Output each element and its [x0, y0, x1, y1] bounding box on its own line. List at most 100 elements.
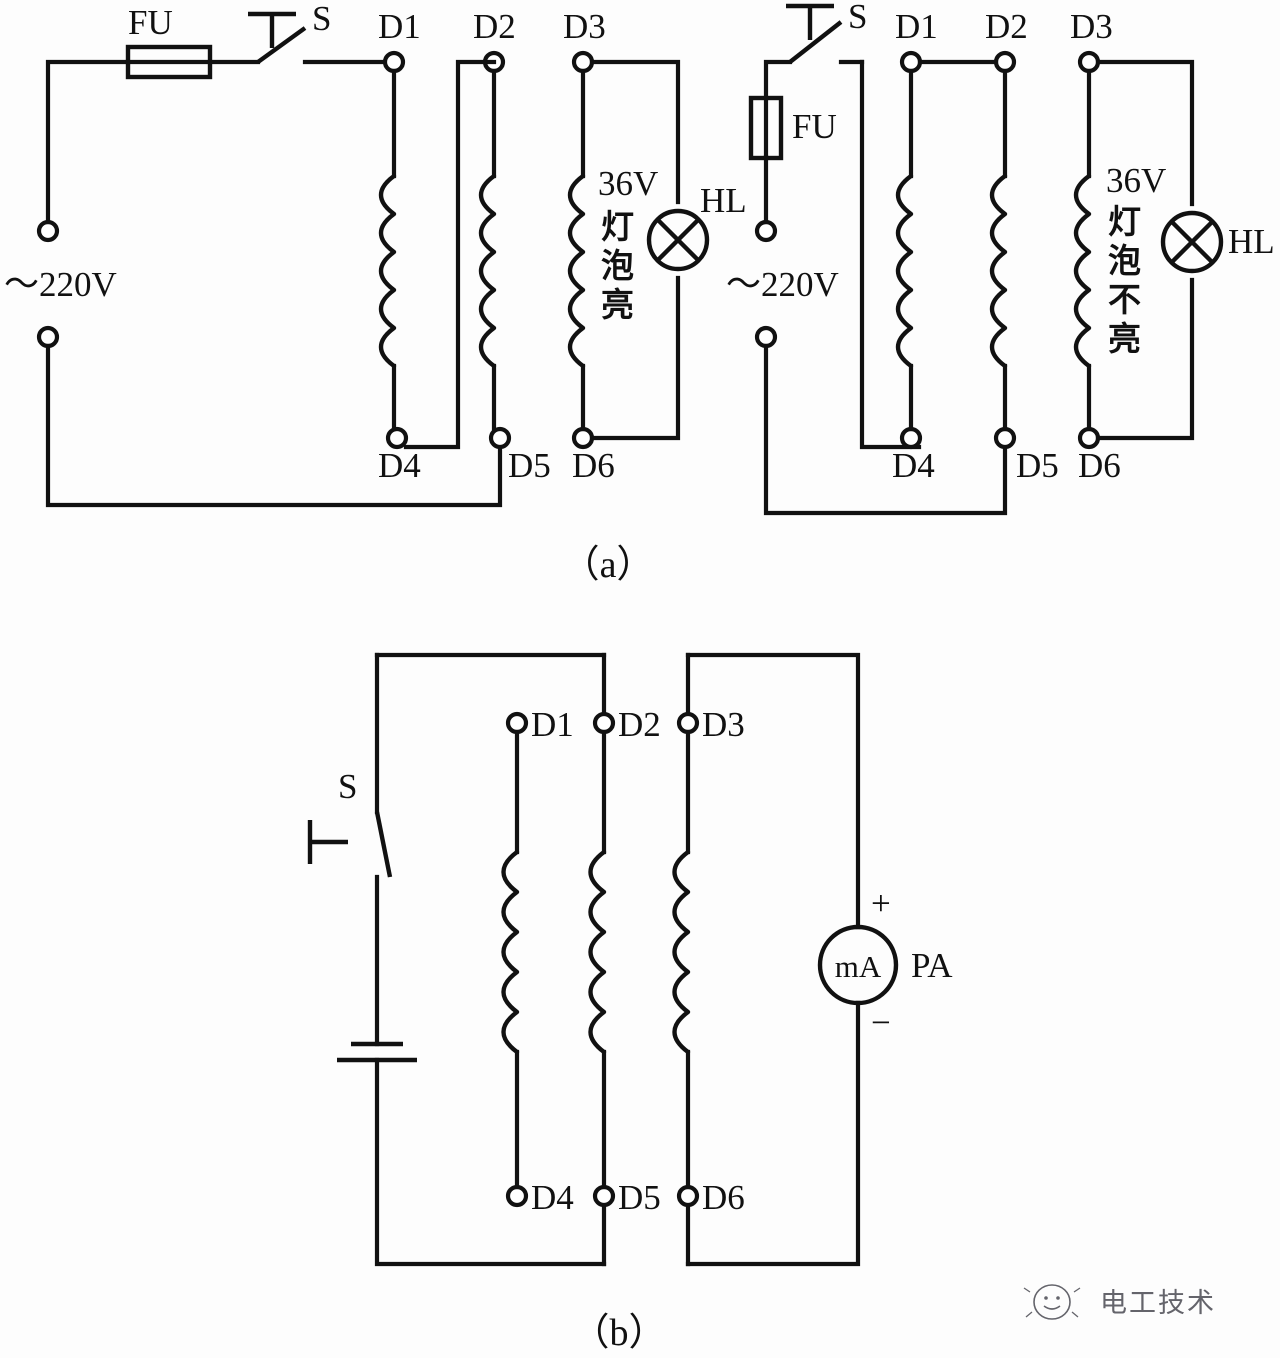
wire-b-right-top-rail	[685, 652, 861, 930]
figure-caption-b: （b）	[571, 1312, 666, 1354]
wire-b-battery-to-bottom-rail	[374, 1057, 607, 1267]
watermark-text: 电工技术	[1100, 1288, 1216, 1319]
lamp-cross-2-right-a	[1170, 220, 1214, 264]
terminal-label-d2-a: D2	[473, 7, 516, 46]
terminal-d2-b[interactable]	[592, 711, 616, 735]
wire-d3-to-lamp-right-a	[1095, 59, 1195, 207]
battery-b	[337, 1041, 417, 1063]
coil-d2-d5-right-a	[989, 173, 1008, 369]
coil-d1-d4-a	[378, 173, 397, 369]
terminal-d4-b[interactable]	[505, 1184, 529, 1208]
switch-s-right-a[interactable]	[786, 3, 865, 65]
switch-s-b[interactable]	[307, 811, 393, 878]
terminal-label-d4-b: D4	[531, 1178, 574, 1217]
supply-label-right-a: ～220V	[726, 265, 839, 304]
meter-label-b: PA	[911, 946, 953, 985]
terminal-d4-a[interactable]	[385, 426, 409, 450]
lamp-label-right-a: HL	[1228, 222, 1275, 261]
terminal-d1-right-a[interactable]	[899, 50, 923, 74]
meter-polarity-minus-b: −	[871, 1003, 891, 1042]
terminal-d6-right-a[interactable]	[1077, 426, 1101, 450]
coil-d3-d6-b	[672, 849, 691, 1055]
terminal-d5-right-a[interactable]	[993, 426, 1017, 450]
lamp-voltage-left-a: 36V	[598, 164, 658, 203]
terminal-supply-bottom-right-a[interactable]	[754, 325, 778, 349]
terminal-label-d3-a: D3	[563, 7, 606, 46]
terminal-d6-a[interactable]	[571, 426, 595, 450]
terminal-d3-right-a[interactable]	[1077, 50, 1101, 74]
meter-symbol-b: mA	[835, 949, 882, 984]
terminal-label-d6-a: D6	[572, 446, 615, 485]
wire-lamp-to-d6-a	[589, 275, 681, 441]
circuit-a-right: ～220V FU S D1 D2 D3 D4 D5 D6	[726, 0, 1275, 516]
lamp-note-right-a-1: 灯	[1108, 202, 1141, 241]
terminal-d2-right-a[interactable]	[993, 50, 1017, 74]
wire-d3-to-lamp-a	[589, 59, 681, 205]
switch-label-b: S	[338, 767, 357, 806]
fuse-label-right-a: FU	[792, 107, 837, 146]
terminal-label-d3-right-a: D3	[1070, 7, 1113, 46]
terminal-label-d1-right-a: D1	[895, 7, 938, 46]
terminal-supply-bottom-left-a[interactable]	[36, 325, 60, 349]
terminal-d6-b[interactable]	[676, 1184, 700, 1208]
smiley-face-icon	[1023, 1284, 1081, 1320]
meter-pa-b: mA	[817, 924, 899, 1006]
terminal-label-d2-b: D2	[618, 705, 661, 744]
lamp-cross-2-left-a	[656, 218, 700, 262]
wire-fuse-to-switch-right-a	[763, 59, 793, 101]
coil-d1-d4-right-a	[895, 173, 914, 369]
figure-caption-a: （a）	[562, 544, 655, 586]
meter-polarity-plus-b: +	[871, 884, 891, 923]
wire-b-right-bottom-rail	[685, 1000, 861, 1267]
lamp-label-left-a: HL	[700, 181, 747, 220]
terminal-supply-top-right-a[interactable]	[754, 219, 778, 243]
circuit-a-left: S FU ～220V D1 D2 D3 D4 D5 D6	[4, 0, 747, 508]
lamp-note-right-a-3: 不	[1108, 280, 1141, 319]
fuse-label-left-a: FU	[128, 3, 173, 42]
lamp-note-right-a-2: 泡	[1108, 241, 1141, 280]
circuit-b: S mA PA + − D1 D2 D3	[307, 652, 953, 1267]
wire-switch-to-d4-right-a	[859, 59, 922, 450]
switch-blade-left-a	[256, 26, 307, 64]
wire-supply-top-a	[45, 59, 131, 225]
coil-d3-d6-a	[567, 173, 586, 369]
lamp-hl-right-a	[1160, 210, 1224, 274]
supply-label-left-a: ～220V	[4, 265, 117, 304]
lamp-note-left-a-3: 亮	[601, 285, 634, 324]
terminal-d5-b[interactable]	[592, 1184, 616, 1208]
lamp-note-left-a-2: 泡	[601, 246, 634, 285]
terminal-label-d6-right-a: D6	[1078, 446, 1121, 485]
meter-body-b	[817, 924, 899, 1006]
terminal-label-d4-right-a: D4	[892, 446, 935, 485]
lamp-note-left-a-1: 灯	[601, 207, 634, 246]
switch-blade-right-a	[788, 20, 843, 64]
lamp-note-right-a-4: 亮	[1108, 319, 1141, 358]
terminal-label-d3-b: D3	[702, 705, 745, 744]
terminal-label-d5-b: D5	[618, 1178, 661, 1217]
terminal-label-d1-b: D1	[531, 705, 574, 744]
wire-lamp-to-d6-right-a	[1095, 277, 1195, 441]
coil-d2-d5-b	[588, 849, 607, 1055]
switch-label-left-a: S	[312, 0, 331, 38]
terminal-d1-b[interactable]	[505, 711, 529, 735]
coil-d2-d5-a	[478, 173, 497, 369]
terminal-d1-a[interactable]	[382, 50, 406, 74]
terminal-supply-top-left-a[interactable]	[36, 219, 60, 243]
terminal-d3-b[interactable]	[676, 711, 700, 735]
terminal-d5-a[interactable]	[488, 426, 512, 450]
terminal-d3-a[interactable]	[571, 50, 595, 74]
terminal-label-d5-right-a: D5	[1016, 446, 1059, 485]
coil-d1-d4-b	[501, 849, 520, 1055]
terminal-label-d1-a: D1	[378, 7, 421, 46]
lamp-hl-left-a	[646, 208, 710, 272]
terminal-label-d6-b: D6	[702, 1178, 745, 1217]
switch-blade-b	[374, 811, 393, 878]
wire-d4-to-d2-link-a	[403, 59, 497, 450]
terminal-d4-right-a[interactable]	[899, 426, 923, 450]
wire-supply-return-right-a	[763, 343, 1008, 516]
switch-s-left-a[interactable]	[248, 11, 397, 65]
lamp-body-left-a	[646, 208, 710, 272]
terminal-label-d2-right-a: D2	[985, 7, 1028, 46]
